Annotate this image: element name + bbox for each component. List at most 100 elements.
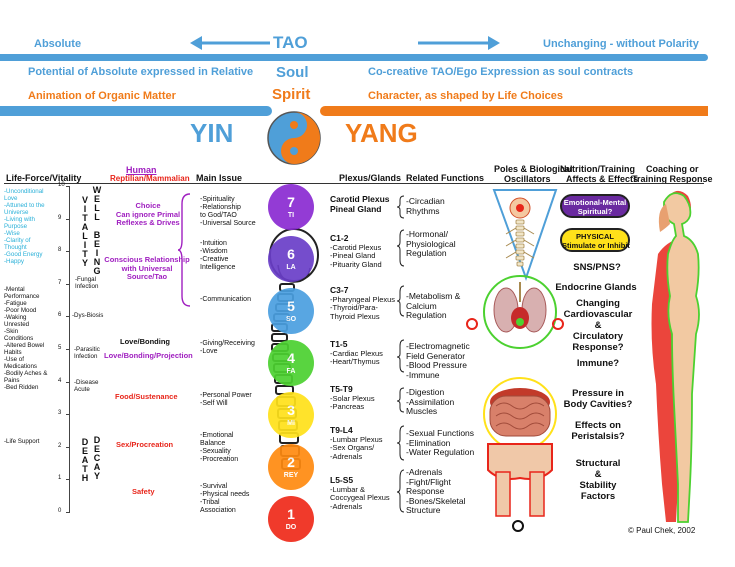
letter: A <box>93 462 101 472</box>
symptom-item: -Use of <box>4 356 24 363</box>
related-6: -Hormonal/ Physiological Regulation <box>406 229 456 258</box>
love-bonding-text: Love/Bonding <box>120 337 170 346</box>
header-training: Training Response <box>632 174 713 184</box>
header-nutrition: Nutrition/Training <box>560 164 635 174</box>
chakra-number: 6 <box>287 246 295 262</box>
chakra-number: 1 <box>287 506 295 522</box>
vitality-item: -Good Energy <box>4 251 43 258</box>
symptom-item: -Waking <box>4 314 27 321</box>
header-related: Related Functions <box>406 173 485 183</box>
scale-tick-mark <box>66 218 70 220</box>
conscious-relationship-text: Conscious Relationship with Universal So… <box>104 255 190 281</box>
sns-pns: SNS/PNS? <box>573 262 621 273</box>
yang-label: YANG <box>345 118 418 148</box>
vitality-item: -Clarity of <box>4 237 31 244</box>
scale-tick: 5 <box>58 345 62 351</box>
letter: H <box>81 473 89 483</box>
header-reptilian-text: Reptilian/Mammalian <box>110 174 190 183</box>
letter: T <box>82 464 88 474</box>
endocrine-glands: Endocrine Glands <box>555 282 637 293</box>
soul-left-text: Potential of Absolute expressed in Relat… <box>28 66 254 78</box>
chakra-note: REY <box>283 472 299 479</box>
symptom-item: -Bodily Aches & <box>4 370 48 377</box>
scale-tick: 6 <box>58 312 62 319</box>
scale-tick-mark <box>66 186 70 187</box>
issue-chakra-4: -Giving/Receiving -Love <box>200 340 255 355</box>
symptom-item: Medications <box>4 363 38 370</box>
plexus-sub: -Lumbar & Coccygeal Plexus -Adrenals <box>330 484 390 511</box>
dysbiosis: -Dys-Biosis <box>72 312 104 319</box>
plexus-1: L5-S5 -Lumbar & Coccygeal Plexus -Adrena… <box>330 475 390 511</box>
soul-label: Soul <box>276 64 309 81</box>
header-coaching: Coaching or <box>646 164 699 174</box>
chakra-number: 2 <box>287 454 295 470</box>
letter: I <box>83 240 87 250</box>
purple-brace <box>178 193 191 307</box>
letter: L <box>94 212 100 222</box>
chakra-note: LA <box>286 264 296 271</box>
anatomy-oscillators-icon <box>466 189 564 532</box>
yang-bar <box>320 106 708 116</box>
chakra-number: 5 <box>287 298 295 314</box>
letter: E <box>93 444 100 454</box>
plexus-title: C1-2 <box>330 233 349 243</box>
plexus-sub: -Lumbar Plexus -Sex Organs/ -Adrenals <box>330 434 383 461</box>
letter: L <box>94 203 100 213</box>
plexus-title: T9-L4 <box>330 425 353 435</box>
symptom-item: Conditions <box>4 335 34 342</box>
related-5: -Metabolism & Calcium Regulation <box>406 291 461 320</box>
copyright-text: © Paul Chek, 2002 <box>628 526 696 535</box>
scale-tick-mark <box>66 251 70 253</box>
header-oscillators: Oscillators <box>504 174 551 184</box>
plexus-4: T1-5 -Cardiac Plexus -Heart/Thymus <box>330 339 383 367</box>
tao-arrows <box>190 36 500 50</box>
plexus-6: C1-2 -Carotid Plexus -Pineal Gland -Pitu… <box>330 233 382 269</box>
letter: L <box>82 231 88 241</box>
letter: B <box>93 230 101 240</box>
fungal-infection: -Fungal Infection <box>75 276 99 290</box>
scale-tick: 8 <box>58 247 62 254</box>
related-braces <box>396 195 405 513</box>
scale-tick-mark <box>66 316 70 318</box>
scale-tick: 0 <box>58 508 62 514</box>
related-2: -Sexual Functions -Elimination -Water Re… <box>406 428 475 457</box>
physical-badge: PHYSICAL Stimulate or Inhibit <box>560 228 630 252</box>
vitality-item: -Unconditional <box>4 188 44 195</box>
plexus-sub: -Pharyngeal Plexus -Thyroid/Para- Thyroi… <box>330 294 396 321</box>
vitality-item: -Living with <box>4 216 35 223</box>
header-poles: Poles & Biological <box>494 164 573 174</box>
issue-chakra-3: -Personal Power -Self Will <box>200 392 252 407</box>
spirit-left-text: Animation of Organic Matter <box>28 90 176 102</box>
letter: D <box>81 437 89 447</box>
structural-stability: Structural & Stability Factors <box>575 458 621 502</box>
vitality-item: -Happy <box>4 258 24 265</box>
symptom-item: -Fatigue <box>4 300 27 307</box>
letter: W <box>92 185 102 195</box>
plexus-7: Carotid Plexus Pineal Gland <box>330 194 390 214</box>
letter: I <box>83 204 87 214</box>
plexus-sub: -Carotid Plexus -Pineal Gland -Pituarity… <box>330 242 382 269</box>
symptom-item: -Poor Mood <box>4 307 37 314</box>
chakra-note: SO <box>285 316 297 323</box>
letter: N <box>93 257 101 267</box>
vitality-item: Universe <box>4 209 29 216</box>
vitality-word: V I T A L I T Y <box>80 196 90 268</box>
plexus-sub: -Solar Plexus -Pancreas <box>330 393 375 411</box>
scale-tick: 9 <box>58 214 62 221</box>
symptom-item: -Skin <box>4 328 19 335</box>
immune-question: Immune? <box>576 358 620 369</box>
issue-chakra-5: -Communication <box>200 296 251 303</box>
food-text: Food/Sustenance <box>115 392 178 401</box>
pressure-cavities: Pressure in Body Cavities? <box>563 388 633 410</box>
vitality-item: Thought <box>4 244 27 251</box>
chakra-note: FA <box>286 368 296 375</box>
spirit-label: Spirit <box>272 86 311 103</box>
scale-tick: 4 <box>58 377 62 384</box>
symptom-item: Pains <box>4 377 20 384</box>
plexus-title: L5-S5 <box>330 475 354 485</box>
issue-chakra-6: -Intuition -Wisdom -Creative Intelligenc… <box>200 240 236 271</box>
plexus-3: T5-T9 -Solar Plexus -Pancreas <box>330 384 375 412</box>
